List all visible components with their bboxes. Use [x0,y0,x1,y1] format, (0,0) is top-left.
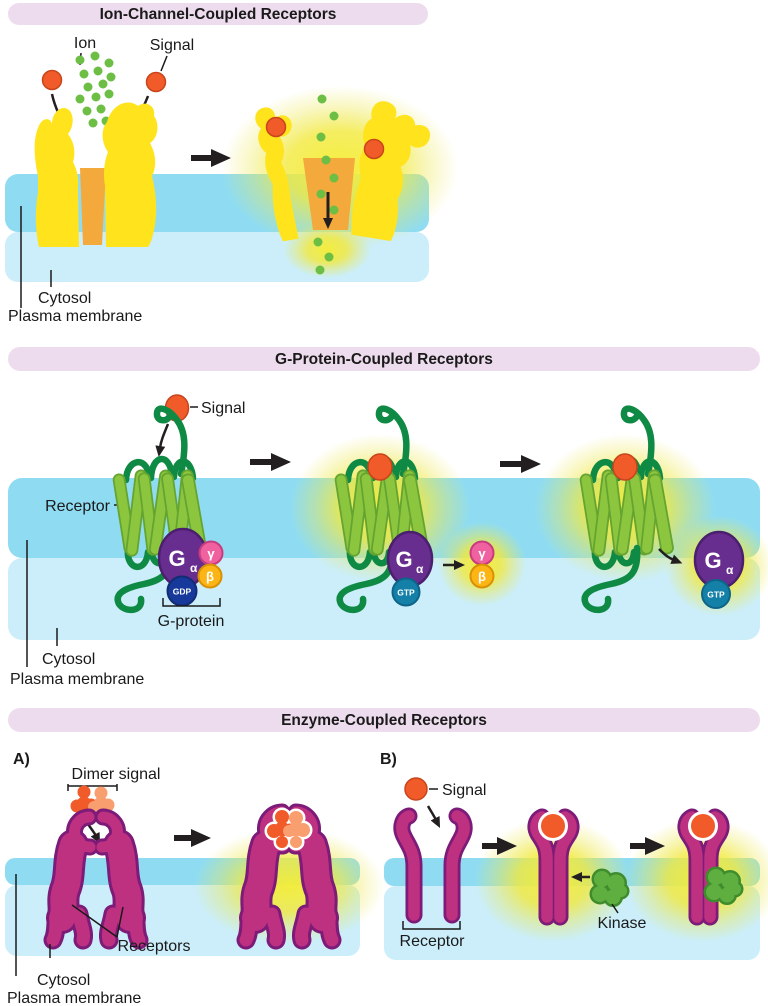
g-alpha-letter: G [704,548,721,573]
signal-label: Signal [201,400,245,417]
beta-letter: β [206,569,214,584]
cytosol-label: Cytosol [37,972,90,989]
g-alpha-sub: α [726,563,734,577]
g-alpha-letter: G [395,547,412,572]
g-protein-bracket [162,598,221,607]
binding-arrow [86,823,101,845]
bound-signal-molecule [367,453,393,481]
signal-arrow [155,423,170,457]
panel-header-pill [8,708,760,732]
bound-signal-molecule [265,116,287,138]
cytosol-label: Cytosol [42,651,95,668]
gtp-label: GTP [397,588,415,598]
signal-leader-line [160,55,168,72]
ion-channel-panel: Ion-Channel-Coupled Receptors Ion Signal [5,3,458,325]
closed-ion-channel-receptor [34,102,158,248]
ion-dots [75,51,116,128]
rtk-receptor-bound [527,808,580,926]
ion-label: Ion [74,35,96,52]
signal-molecule [404,777,428,801]
gpcr-panel: G-Protein-Coupled Receptors Signal Recep… [8,347,768,688]
signal-label: Signal [442,782,486,799]
signal-molecule [145,71,167,93]
g-protein-complex: G α γ β GDP G-protein [158,527,225,630]
plasma-membrane-label: Plasma membrane [7,990,141,1006]
flowing-ion-dots [313,94,339,275]
panel-title: G-Protein-Coupled Receptors [275,351,493,368]
g-alpha-gtp: G α GTP [386,530,434,607]
g-alpha-letter: G [168,546,185,571]
beta-subunit [197,563,223,589]
receptor-bracket [402,921,461,930]
g-protein-label: G-protein [158,613,225,630]
open-ion-channel-receptor [255,101,430,242]
bound-signal-molecule [612,453,638,481]
bound-signal-molecule [363,138,385,160]
signal-label: Signal [150,37,194,54]
pore-exit-glow [283,222,371,278]
bound-signal-molecule [538,811,568,841]
gtp-badge [701,579,731,609]
free-g-alpha-gtp: G α GTP [693,530,745,609]
beta-letter: β [478,569,486,584]
panel-header-pill [8,347,760,371]
kinase-label: Kinase [598,915,647,932]
panel-header-pill [8,3,428,25]
g-alpha-sub: α [190,561,198,575]
enzyme-panel: Enzyme-Coupled Receptors A) B) Dimer sig… [5,708,768,1006]
bound-signal-molecule [688,811,718,841]
dimer-signal-label: Dimer signal [72,766,161,783]
section-b-label: B) [380,751,397,768]
receptors-label: Receptors [118,938,191,955]
beta-subunit [469,563,495,589]
panel-title: Ion-Channel-Coupled Receptors [100,6,337,23]
bound-dimer-signal [264,807,313,851]
kinase-leader-line [611,903,619,914]
kinase-molecule [589,868,630,907]
panel-title: Enzyme-Coupled Receptors [281,712,487,729]
rtk-receptor-kinase-bound [677,808,744,926]
gtp-label: GTP [707,590,725,600]
signal-molecule [41,69,63,91]
dimer-signal-bracket [67,784,118,791]
beta-gamma-dimer: γ β [469,540,495,589]
channel-pore-closed [80,168,106,245]
docked-kinase-molecule [703,866,744,905]
enzyme-receptors-unbound [43,808,149,950]
gdp-label: GDP [173,587,192,597]
plasma-membrane-label: Plasma membrane [8,308,142,325]
binding-arrow [426,805,441,829]
cytosol-label: Cytosol [38,290,91,307]
rtk-receptor-unbound [393,807,473,924]
section-a-label: A) [13,751,30,768]
g-alpha-sub: α [416,562,424,576]
plasma-membrane-label: Plasma membrane [10,671,144,688]
receptors-leader-lines [71,904,124,938]
dimer-signal-molecule [70,785,115,822]
gamma-letter: γ [207,546,215,561]
gamma-letter: γ [478,546,486,561]
receptor-label: Receptor [45,498,111,515]
receptor-label: Receptor [400,933,466,950]
enzyme-receptors-bound [236,803,342,950]
gtp-badge [391,577,421,607]
dissociation-arrow [658,548,683,564]
